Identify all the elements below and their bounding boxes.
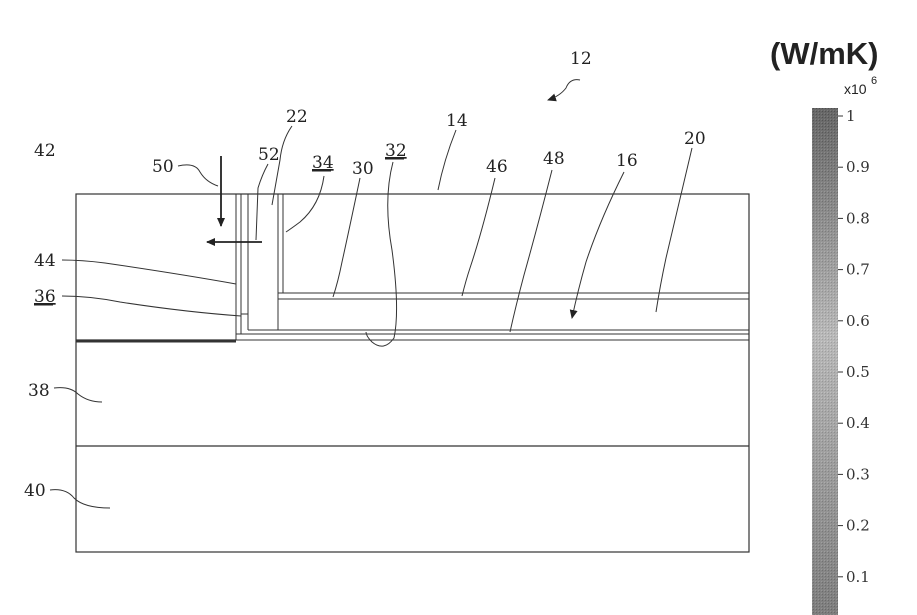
outer-frame — [76, 194, 749, 552]
leader-32 — [366, 162, 397, 346]
label-46: 46 — [486, 157, 508, 177]
colorbar-ticks: 1 0.9 0.8 0.7 0.6 0.5 0.4 0.3 0.2 0.1 — [838, 107, 870, 586]
colorbar-tick-label: 0.5 — [846, 363, 870, 381]
leader-46 — [462, 178, 495, 296]
label-40: 40 — [24, 481, 46, 501]
leader-50 — [178, 165, 218, 186]
label-48: 48 — [543, 149, 565, 169]
colorbar-dither — [812, 108, 838, 615]
colorbar-tick-label: 0.9 — [846, 158, 870, 176]
label-12: 12 — [570, 49, 592, 69]
label-30: 30 — [352, 159, 374, 179]
heat-flow-arrows — [207, 156, 262, 242]
colorbar-multiplier: x10 — [844, 81, 867, 97]
leader-12 — [548, 80, 580, 100]
label-36: 36 — [34, 287, 56, 307]
colorbar-tick-label: 0.4 — [846, 414, 870, 432]
leader-30 — [333, 178, 360, 297]
label-16: 16 — [616, 151, 638, 171]
label-32: 32 — [385, 141, 407, 161]
label-34: 34 — [312, 153, 334, 173]
leader-14 — [438, 130, 456, 190]
label-44: 44 — [34, 251, 56, 271]
colorbar-tick-label: 0.1 — [846, 568, 870, 586]
leader-36 — [62, 296, 241, 316]
label-20: 20 — [684, 129, 706, 149]
leader-22 — [272, 126, 292, 205]
colorbar-unit: (W/mK) — [770, 36, 878, 71]
reference-numerals: 12 42 50 52 22 34 30 32 14 46 48 16 20 4… — [24, 49, 706, 501]
leader-34 — [286, 176, 324, 232]
label-52: 52 — [258, 145, 280, 165]
colorbar-tick-label: 0.7 — [846, 261, 870, 279]
colorbar-tick-label: 1 — [846, 107, 856, 125]
colorbar-exponent: 6 — [871, 75, 877, 87]
colorbar-tick-label: 0.6 — [846, 312, 870, 330]
colorbar-tick-label: 0.2 — [846, 517, 870, 535]
colorbar-tick-label: 0.3 — [846, 465, 870, 483]
colorbar: (W/mK) x10 6 1 0.9 0.8 0.7 0.6 0.5 0.4 0.3 0.2 0.… — [770, 36, 878, 615]
device-structure — [76, 194, 749, 552]
label-42: 42 — [34, 141, 56, 161]
label-50: 50 — [152, 157, 174, 177]
colorbar-tick-label: 0.8 — [846, 209, 870, 227]
label-22: 22 — [286, 107, 308, 127]
leader-40 — [50, 490, 110, 508]
leader-20 — [656, 148, 692, 312]
leader-38 — [54, 388, 102, 402]
leader-44 — [62, 260, 236, 284]
label-38: 38 — [28, 381, 50, 401]
leader-lines — [50, 80, 692, 508]
label-14: 14 — [446, 111, 468, 131]
leader-52 — [256, 164, 268, 240]
